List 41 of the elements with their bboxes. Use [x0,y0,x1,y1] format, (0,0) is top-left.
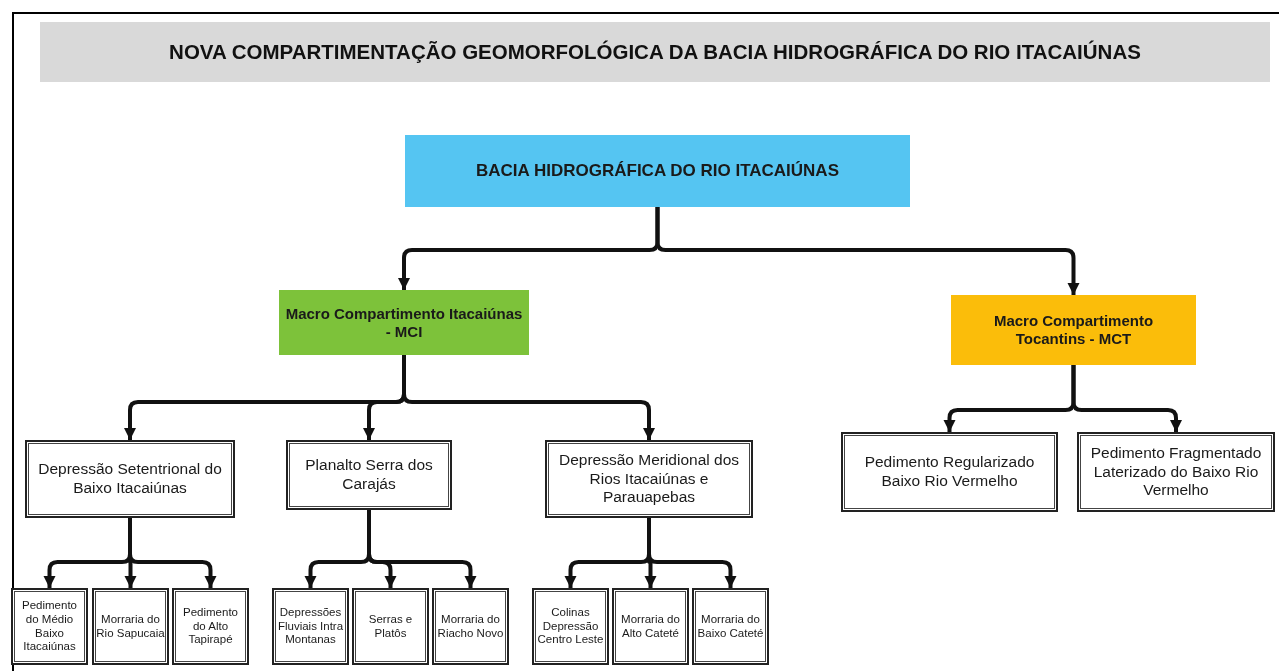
node-label: Pedimento Fragmentado Laterizado do Baixo Rio Vermelho [1089,444,1263,500]
category-box [352,588,429,665]
node-label: BACIA HIDROGRÁFICA DO RIO ITACAIÚNAS [476,160,839,182]
category-box [545,440,753,518]
node-label: Depressão Meridional dos Rios Itacaiúnas e Parauapebas [557,451,741,507]
arrow [647,518,737,588]
category-box [172,588,249,665]
category-box [272,588,349,665]
node-label: Pedimento Regularizado Baixo Rio Vermelho [863,453,1036,491]
category-box [1077,432,1275,512]
node-label: Planalto Serra dos Carajás [304,456,434,494]
arrow [367,510,477,588]
node-label: Morraria do Riacho Novo [436,612,505,641]
arrow [655,207,1080,295]
node-label: Depressões Fluviais Intra Montanas [276,605,345,648]
node-label: Depressão Setentrional do Baixo Itacaiúnas [37,460,223,498]
node-label: Colinas Depressão Centro Leste [536,605,605,648]
node-label: Macro Compartimento Itacaiúnas - MCI [285,304,523,341]
node-label: Morraria do Baixo Cateté [696,612,765,641]
category-box [692,588,769,665]
node-label: Pedimento do Alto Tapirapé [182,605,239,648]
node-label: Morraria do Rio Sapucaia [96,612,165,641]
arrow [402,355,655,440]
heading-box [405,135,910,207]
heading-box [279,290,529,355]
category-box [25,440,235,518]
node-label: Serras e Platôs [367,612,414,641]
node-label: Macro Compartimento Tocantins - MCT [992,312,1155,348]
arrow [1071,365,1182,432]
diagram-title: NOVA COMPARTIMENTAÇÃO GEOMORFOLÓGICA DA BACIA HIDROGRÁFICA DO RIO ITACAIÚNAS [169,40,1141,64]
category-box [432,588,509,665]
node-label: Morraria do Alto Cateté [620,612,681,641]
heading-box [951,295,1196,365]
category-box [841,432,1058,512]
category-box [286,440,452,510]
category-box [11,588,88,665]
category-box [612,588,689,665]
category-box [92,588,169,665]
category-box [532,588,609,665]
node-label: Pedimento do Médio Baixo Itacaiúnas [21,598,78,655]
arrow [128,518,217,588]
